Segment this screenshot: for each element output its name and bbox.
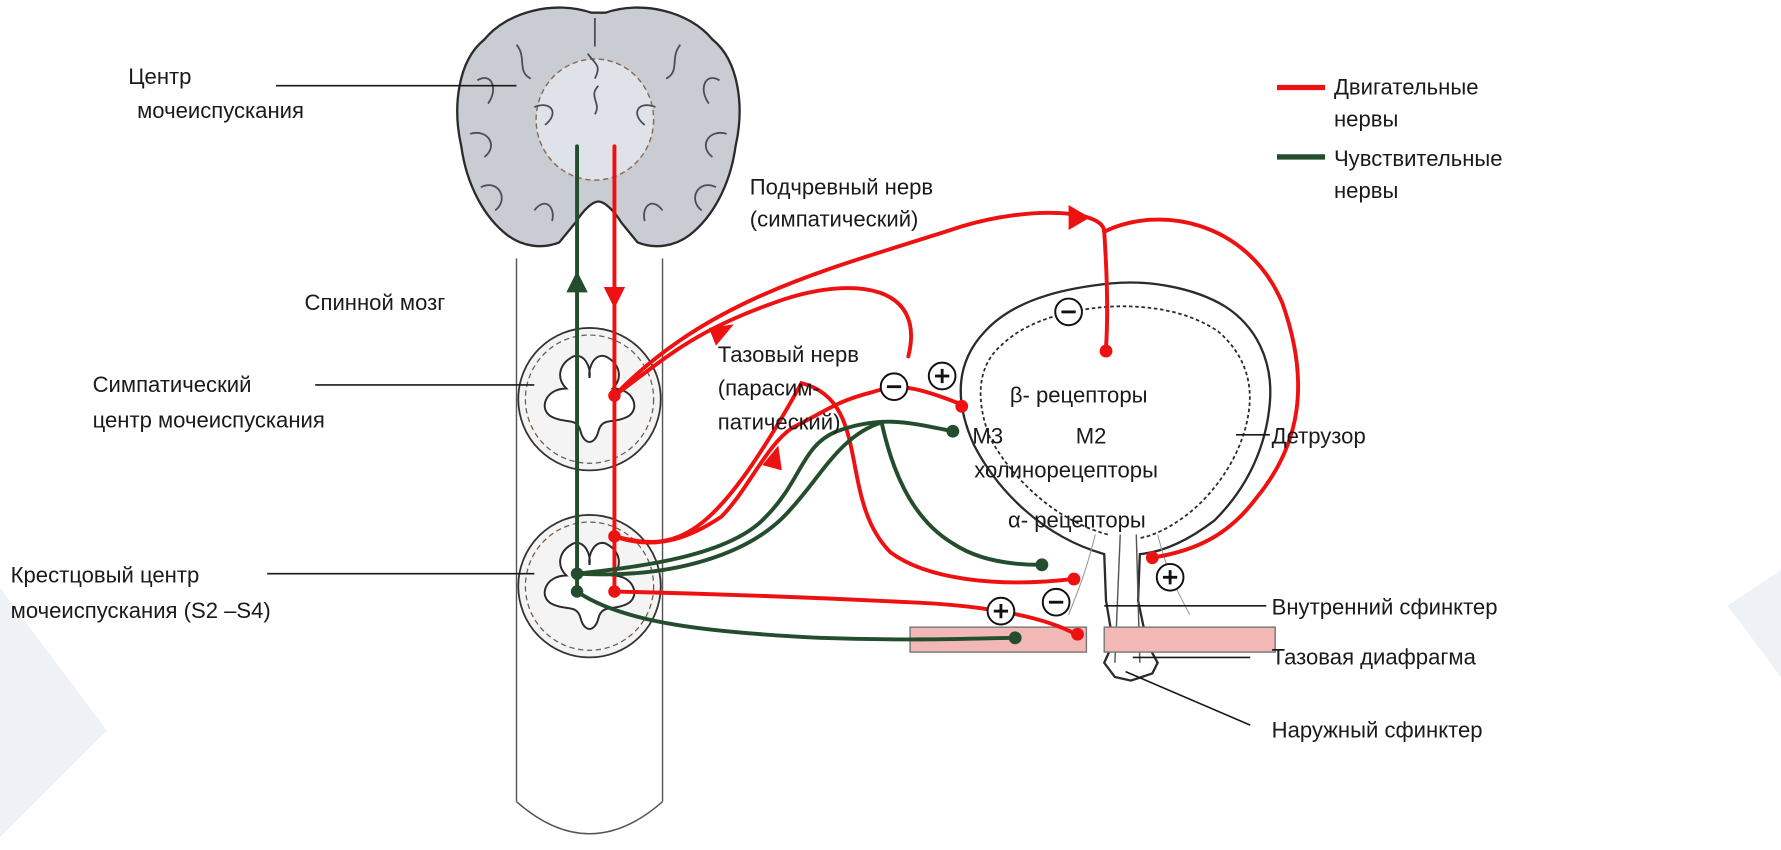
motor-down-arrow-icon	[604, 287, 625, 308]
sensory-up-arrow-icon	[566, 271, 587, 292]
background-shape-left	[0, 588, 107, 837]
minus-sign-icon	[881, 373, 908, 400]
plus-sign-icon	[1157, 564, 1184, 591]
label-pelvic-diaphragm: Тазовая диафрагма	[1272, 645, 1477, 670]
label-center-line2: мочеиспускания	[137, 98, 304, 123]
legend-sensory-label: Чувствительные	[1334, 146, 1503, 171]
label-sacral-center: Крестцовый центр	[11, 563, 200, 588]
label-sympathetic-center: Симпатический	[93, 372, 252, 397]
legend-motor-label: Двигательные	[1334, 75, 1479, 100]
label-pelvic-nerve-line2: (парасим-	[718, 376, 820, 401]
label-beta-receptors: β- рецепторы	[1010, 383, 1148, 408]
label-spinal-cord: Спинной мозг	[305, 290, 446, 315]
minus-sign-icon	[1043, 589, 1070, 616]
label-m3: M3	[972, 424, 1003, 449]
label-hypogastric-nerve-line2: (симпатический)	[750, 206, 919, 231]
label-pelvic-nerve: Тазовый нерв	[718, 342, 859, 367]
label-external-sphincter: Наружный сфинктер	[1272, 718, 1483, 743]
sympathetic-cord-section	[518, 328, 660, 470]
label-hypogastric-nerve: Подчревный нерв	[750, 174, 933, 199]
label-m2: M2	[1076, 424, 1107, 449]
label-internal-sphincter: Внутренний сфинктер	[1272, 595, 1498, 620]
legend-motor-label-line2: нервы	[1334, 107, 1398, 132]
label-alpha-receptors: α- рецепторы	[1008, 507, 1146, 532]
label-detrusor: Детрузор	[1272, 424, 1366, 449]
label-sympathetic-center-line2: центр мочеиспускания	[93, 408, 325, 433]
plus-sign-icon	[988, 598, 1015, 625]
legend: Двигательные нервы Чувствительные нервы	[1277, 75, 1503, 203]
hypogastric-arrow-icon	[1069, 205, 1090, 230]
background-shape-right	[1728, 570, 1781, 677]
legend-sensory-label-line2: нервы	[1334, 178, 1398, 203]
label-center: Центр	[128, 64, 191, 89]
plus-sign-icon	[929, 363, 956, 390]
label-cholinoreceptors: холинорецепторы	[974, 458, 1158, 483]
brain	[457, 8, 739, 247]
label-pelvic-nerve-line3: патический)	[718, 409, 841, 434]
label-sacral-center-line2: мочеиспускания (S2 –S4)	[11, 598, 271, 623]
minus-sign-icon	[1055, 299, 1082, 326]
sacral-cord-section	[518, 515, 660, 657]
